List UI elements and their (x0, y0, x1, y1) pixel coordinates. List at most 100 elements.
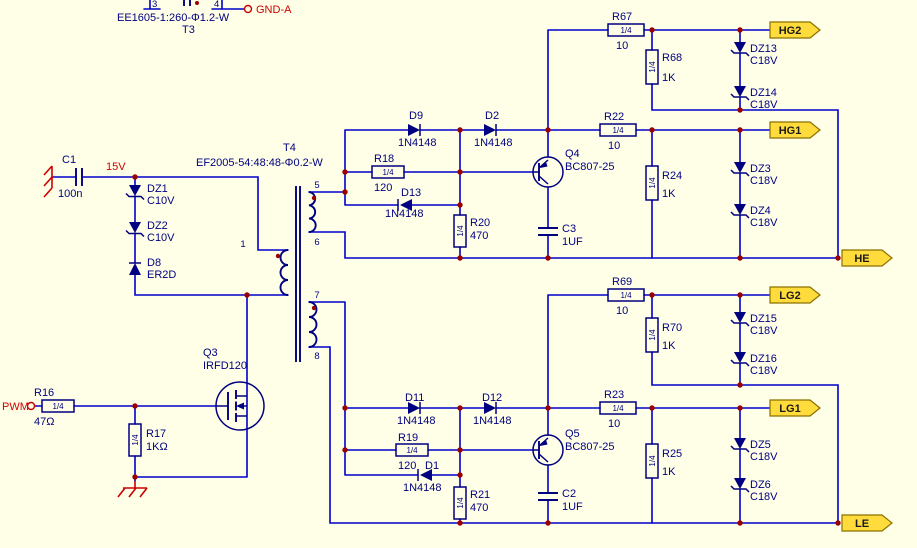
resistor-R69[interactable]: 1/4 R69 10 (607, 276, 645, 317)
r18-refdes: R18 (374, 153, 394, 165)
resistor-R68[interactable]: 1/4 R68 1K (645, 49, 682, 85)
r16-value: 47Ω (34, 416, 54, 428)
r20-value: 470 (470, 230, 488, 242)
t4-pin8-number: 8 (314, 351, 319, 362)
zener-DZ1[interactable]: DZ1 C10V (125, 183, 175, 207)
gnd-a-label: GND-A (256, 4, 292, 16)
resistor-R22[interactable]: 1/4 R22 10 (599, 111, 637, 152)
zener-DZ4[interactable]: DZ4 C18V (730, 204, 778, 229)
diode-D11[interactable]: D11 1N4148 (397, 392, 436, 427)
diode-D13[interactable]: D13 1N4148 (385, 187, 424, 220)
capacitor-C2[interactable]: C2 1UF (538, 488, 583, 513)
mosfet-Q3[interactable]: Q3 IRFD120 (203, 347, 265, 431)
r22-refdes: R22 (604, 111, 624, 123)
t4-polarity-dot-sec1 (311, 195, 317, 201)
port-tag-HG1[interactable]: HG1 (769, 121, 821, 139)
diode-D2[interactable]: D2 1N4148 (474, 110, 513, 149)
transistor-Q5[interactable]: Q5 BC807-25 (532, 428, 615, 466)
r21-rating: 1/4 (456, 497, 465, 509)
resistor-R70[interactable]: 1/4 R70 1K (645, 317, 682, 353)
wire-segments (34, 0, 839, 524)
le-label: LE (855, 518, 869, 530)
t4-pin1-number: 1 (240, 239, 245, 250)
resistor-R17[interactable]: 1/4 R17 1KΩ (128, 423, 168, 457)
dz4-refdes: DZ4 (750, 205, 771, 217)
zener-DZ14[interactable]: DZ14 C18V (730, 86, 778, 111)
t4-refdes: T4 (283, 142, 296, 154)
dz13-refdes: DZ13 (750, 43, 777, 55)
resistor-R25[interactable]: 1/4 R25 1K (645, 443, 682, 479)
d12-value: 1N4148 (473, 415, 512, 427)
resistor-R18[interactable]: 1/4 R18 120 (371, 153, 405, 194)
resistor-R16[interactable]: 1/4 R16 47Ω (34, 387, 75, 428)
r67-value: 10 (616, 40, 628, 52)
c3-refdes: C3 (562, 223, 576, 235)
r16-rating: 1/4 (52, 402, 64, 411)
zener-DZ2[interactable]: DZ2 C10V (125, 220, 175, 244)
resistor-R21[interactable]: 1/4 R21 470 (453, 486, 490, 520)
resistor-R23[interactable]: 1/4 R23 10 (599, 389, 637, 430)
zener-DZ16[interactable]: DZ16 C18V (730, 352, 778, 377)
r20-rating: 1/4 (456, 225, 465, 237)
dz5-value: C18V (750, 451, 778, 463)
d2-refdes: D2 (485, 110, 499, 122)
hg2-label: HG2 (779, 25, 802, 37)
c1-value: 100n (58, 188, 82, 200)
r67-refdes: R67 (612, 11, 632, 23)
15v-label: 15V (106, 161, 126, 173)
t3-pin3-number: 3 (152, 0, 157, 10)
zener-DZ15[interactable]: DZ15 C18V (730, 312, 778, 337)
power-port-gnd-a[interactable]: GND-A (243, 4, 293, 16)
transformer-T4[interactable]: 1 5 6 7 8 T4 EF2005-54:48:48-Φ0.2-W (196, 142, 323, 362)
resistor-R67[interactable]: 1/4 R67 10 (607, 11, 645, 52)
diode-D8[interactable]: D8 ER2D (129, 257, 176, 281)
diode-D1[interactable]: D1 1N4148 (403, 460, 442, 494)
dz4-value: C18V (750, 217, 778, 229)
transformer-T3[interactable]: 3 4 EE1605-1:260-Φ1.2-W T3 (117, 0, 230, 36)
r70-rating: 1/4 (648, 329, 657, 341)
capacitor-C1[interactable]: C1 100n (58, 154, 83, 200)
diode-D9[interactable]: D9 1N4148 (398, 110, 437, 149)
port-PWM[interactable]: PWM (2, 401, 36, 413)
port-tag-HG2[interactable]: HG2 (769, 21, 821, 39)
c1-refdes: C1 (62, 154, 76, 166)
zener-DZ6[interactable]: DZ6 C18V (730, 478, 778, 503)
d1-value: 1N4148 (403, 482, 442, 494)
r19-rating: 1/4 (406, 446, 418, 455)
net-label-15v[interactable]: 15V (106, 161, 126, 173)
port-tag-LE[interactable]: LE (841, 514, 893, 532)
c3-value: 1UF (562, 236, 583, 248)
zener-DZ3[interactable]: DZ3 C18V (730, 162, 778, 187)
q4-value: BC807-25 (565, 161, 615, 173)
dz15-value: C18V (750, 325, 778, 337)
port-tag-LG1[interactable]: LG1 (769, 399, 821, 417)
ground-symbol-bottom (117, 481, 148, 498)
capacitor-C3[interactable]: C3 1UF (538, 223, 583, 248)
resistor-R19[interactable]: 1/4 R19 120 (395, 432, 429, 472)
r21-value: 470 (470, 502, 488, 514)
diode-D12[interactable]: D12 1N4148 (473, 392, 512, 427)
r68-refdes: R68 (662, 52, 682, 64)
r17-refdes: R17 (146, 428, 166, 440)
transistor-Q4[interactable]: Q4 BC807-25 (532, 148, 615, 188)
t3-refdes: T3 (182, 24, 195, 36)
d13-value: 1N4148 (385, 208, 424, 220)
resistor-R20[interactable]: 1/4 R20 470 (453, 214, 490, 248)
r25-value: 1K (662, 466, 676, 478)
t3-part: EE1605-1:260-Φ1.2-W (117, 12, 230, 24)
c2-value: 1UF (562, 501, 583, 513)
resistor-R24[interactable]: 1/4 R24 1K (645, 165, 682, 201)
d8-value: ER2D (147, 269, 176, 281)
q5-refdes: Q5 (565, 428, 580, 440)
c2-refdes: C2 (562, 488, 576, 500)
r68-value: 1K (662, 72, 676, 84)
zener-DZ5[interactable]: DZ5 C18V (730, 438, 778, 463)
r20-refdes: R20 (470, 217, 490, 229)
zener-DZ13[interactable]: DZ13 C18V (730, 42, 778, 67)
d13-refdes: D13 (401, 187, 421, 199)
port-tag-LG2[interactable]: LG2 (769, 286, 821, 304)
dz2-value: C10V (147, 232, 175, 244)
t4-polarity-dot-primary (275, 253, 281, 259)
port-tag-HE[interactable]: HE (841, 249, 893, 267)
q5-value: BC807-25 (565, 441, 615, 453)
